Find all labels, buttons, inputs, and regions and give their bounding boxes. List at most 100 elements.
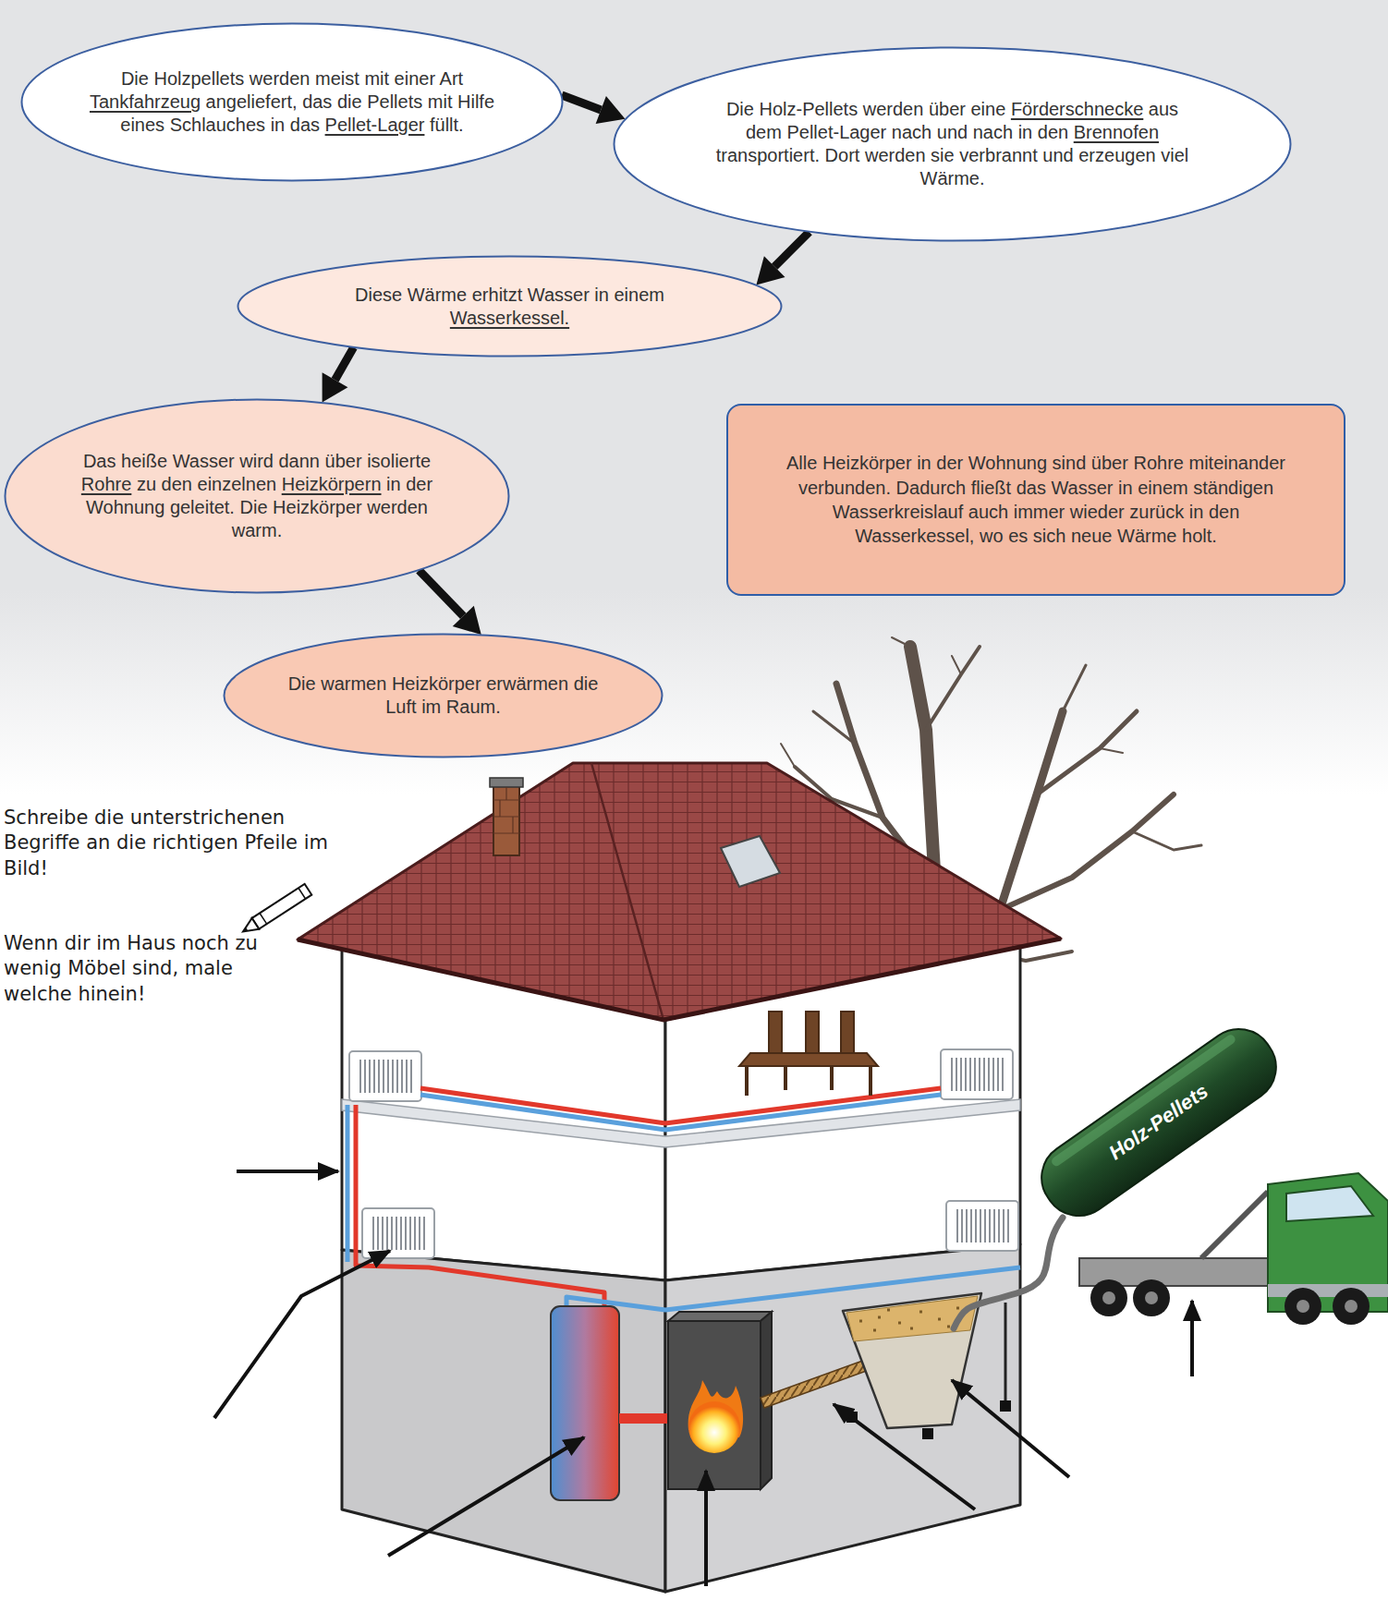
pellet-truck bbox=[1049, 1033, 1237, 1169]
arrow-shaft bbox=[774, 231, 809, 267]
step-ellipse: Diese Wärme erhitzt Wasser in einem Wass… bbox=[236, 255, 783, 358]
roof bbox=[297, 938, 1061, 1021]
pellet-truck bbox=[1267, 1173, 1388, 1313]
bare-tree bbox=[780, 637, 1123, 768]
pointer-arrow bbox=[833, 1404, 975, 1510]
arrow-head bbox=[596, 96, 626, 124]
table-and-chairs bbox=[805, 1011, 819, 1059]
step-ellipse: Die warmen Heizkörper erwärmen die Luft … bbox=[222, 633, 664, 759]
roof bbox=[591, 763, 664, 1021]
pellet-hopper bbox=[1004, 1302, 1008, 1405]
step-text: Alle Heizkörper in der Wohnung sind über… bbox=[781, 450, 1291, 549]
pencil-icon bbox=[252, 884, 313, 930]
bare-tree bbox=[1062, 665, 1086, 712]
pellet-truck bbox=[1201, 1192, 1268, 1259]
chimney bbox=[493, 783, 520, 856]
step-text: Wasserkessel. bbox=[450, 307, 570, 329]
pellet-truck bbox=[1267, 1284, 1388, 1298]
tank-lettering: Holz-Pellets bbox=[1104, 1079, 1215, 1168]
pellet-truck bbox=[1090, 1279, 1128, 1317]
pellet-truck bbox=[1332, 1288, 1370, 1326]
step-text: Förderschnecke bbox=[1010, 98, 1144, 120]
instruction-note: Wenn dir im Haus noch zu wenig Möbel sin… bbox=[3, 931, 281, 1008]
water-tank bbox=[550, 1306, 673, 1501]
table-and-chairs bbox=[739, 1053, 878, 1067]
step-text: Tankfahrzeug bbox=[89, 91, 201, 112]
flow-arrow bbox=[418, 570, 481, 635]
house-walls bbox=[341, 944, 1021, 1593]
pellet-hopper bbox=[842, 1293, 1011, 1440]
step-text: Das heiße Wasser wird dann über isoliert… bbox=[64, 450, 450, 542]
ellipse-outline bbox=[3, 398, 511, 595]
pellet-hopper bbox=[999, 1400, 1011, 1413]
pointer-arrow bbox=[214, 1251, 390, 1419]
house-walls bbox=[665, 1244, 1021, 1593]
furnace bbox=[668, 1321, 761, 1490]
flow-arrow bbox=[322, 347, 354, 402]
pellet-truck bbox=[1027, 1015, 1290, 1230]
chimney bbox=[493, 787, 520, 834]
pointer-arrow bbox=[214, 1171, 1193, 1587]
pellet-truck bbox=[953, 1217, 1063, 1329]
instruction-note: Wenn dir im Haus noch zu wenig Möbel sin… bbox=[3, 931, 281, 1008]
bare-tree bbox=[1132, 831, 1202, 851]
furnace bbox=[668, 1312, 772, 1322]
info-box: Alle Heizkörper in der Wohnung sind über… bbox=[726, 403, 1346, 597]
pencil-icon bbox=[239, 884, 312, 938]
heating-pipes bbox=[420, 1095, 941, 1131]
step-text: Die Holz-Pellets werden über eine Förder… bbox=[707, 97, 1197, 190]
step-ellipse: Die Holzpellets werden meist mit einer A… bbox=[20, 22, 564, 183]
arrow-shaft bbox=[561, 95, 601, 110]
pointer-arrow bbox=[951, 1380, 1070, 1478]
house-walls bbox=[341, 1250, 666, 1593]
arrow-head bbox=[755, 255, 785, 285]
arrow-head bbox=[322, 372, 349, 402]
pellet-hopper bbox=[859, 1308, 960, 1331]
step-text: Die warmen Heizkörper erwärmen die Luft … bbox=[275, 672, 611, 719]
pellet-truck bbox=[1027, 1015, 1290, 1230]
water-tank bbox=[550, 1306, 620, 1501]
chimney bbox=[489, 778, 524, 788]
ellipse-outline bbox=[612, 46, 1292, 243]
radiator bbox=[349, 1049, 1019, 1259]
instruction-note: Schreibe die unterstrichenen Begriffe an… bbox=[3, 805, 346, 882]
ellipse-outline bbox=[238, 256, 782, 357]
step-text: Pellet-Lager bbox=[325, 114, 426, 135]
chimney bbox=[489, 778, 524, 856]
ellipse-outline bbox=[222, 633, 664, 759]
water-tank bbox=[619, 1413, 673, 1425]
pointer-arrow bbox=[236, 1169, 339, 1174]
ellipse-outline bbox=[224, 634, 663, 758]
ellipse-outline bbox=[614, 48, 1291, 242]
ellipse-outline bbox=[5, 400, 510, 594]
arrow-shaft bbox=[335, 347, 354, 380]
table-and-chairs bbox=[840, 1011, 854, 1059]
pellet-truck bbox=[953, 1015, 1388, 1329]
bare-tree bbox=[813, 711, 855, 744]
step-ellipse: Das heiße Wasser wird dann über isoliert… bbox=[3, 398, 511, 595]
furnace bbox=[668, 1312, 772, 1490]
pellet-truck bbox=[1144, 1291, 1158, 1305]
ellipse-outline bbox=[236, 255, 783, 358]
flow-arrow bbox=[755, 231, 809, 285]
step-text: Brennofen bbox=[1073, 121, 1159, 143]
radiator bbox=[362, 1208, 435, 1259]
roof bbox=[297, 763, 1061, 1021]
flow-arrow bbox=[561, 95, 626, 124]
table-and-chairs bbox=[739, 1011, 878, 1096]
radiator bbox=[946, 1201, 1019, 1252]
heating-pipes bbox=[355, 1105, 605, 1313]
arrow-head bbox=[452, 606, 482, 635]
pointer-arrow bbox=[388, 1437, 585, 1557]
bare-tree bbox=[999, 794, 1174, 911]
pellet-truck bbox=[1286, 1186, 1374, 1222]
skylight bbox=[720, 836, 780, 888]
step-ellipse: Die Holz-Pellets werden über eine Förder… bbox=[612, 46, 1292, 243]
pointer-arrow bbox=[704, 1471, 708, 1587]
arrow-shaft bbox=[418, 570, 463, 616]
pellet-truck bbox=[1344, 1300, 1358, 1314]
instruction-note: Schreibe die unterstrichenen Begriffe an… bbox=[3, 805, 346, 882]
